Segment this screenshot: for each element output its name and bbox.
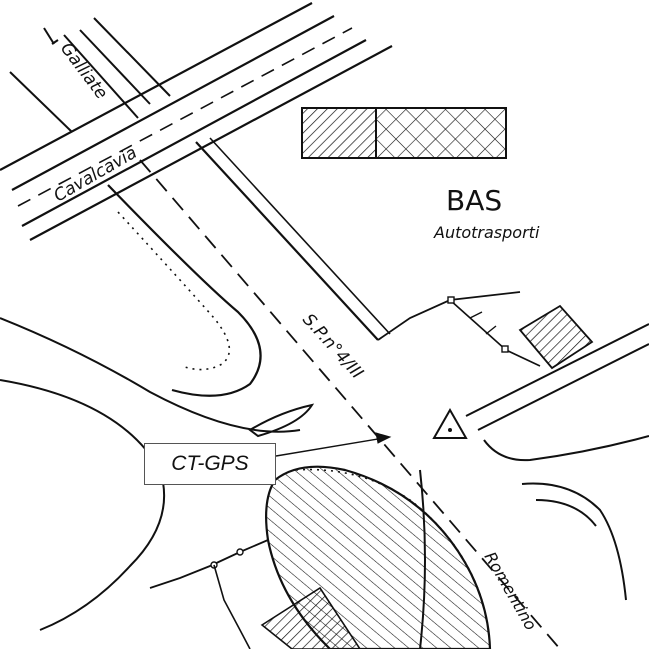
label-company-subtitle: Autotrasporti: [433, 223, 540, 242]
station-label-box: CT-GPS: [144, 443, 276, 485]
gps-track-arrow: [275, 432, 392, 457]
label-cavalcavia: Cavalcavia: [51, 143, 141, 207]
building-hatched: [301, 107, 377, 159]
road-galliate: [9, 17, 171, 133]
label-romentino: Romentino: [481, 549, 541, 634]
station-label: CT-GPS: [171, 452, 249, 475]
label-company-name: BAS: [446, 184, 502, 217]
road-sp4: [139, 137, 561, 649]
roads-left: [0, 317, 315, 631]
gps-station-triangle: [432, 407, 468, 439]
label-galliate: Galliate: [56, 39, 111, 103]
island-left: [107, 184, 262, 397]
island-bottom: [149, 465, 492, 649]
label-road-code: S.P.n°4/III: [298, 310, 367, 383]
roads-right: [419, 323, 649, 649]
building-small: [518, 304, 594, 370]
overpass-cavalcavia: [0, 2, 393, 241]
building-crosshatched: [375, 107, 507, 159]
